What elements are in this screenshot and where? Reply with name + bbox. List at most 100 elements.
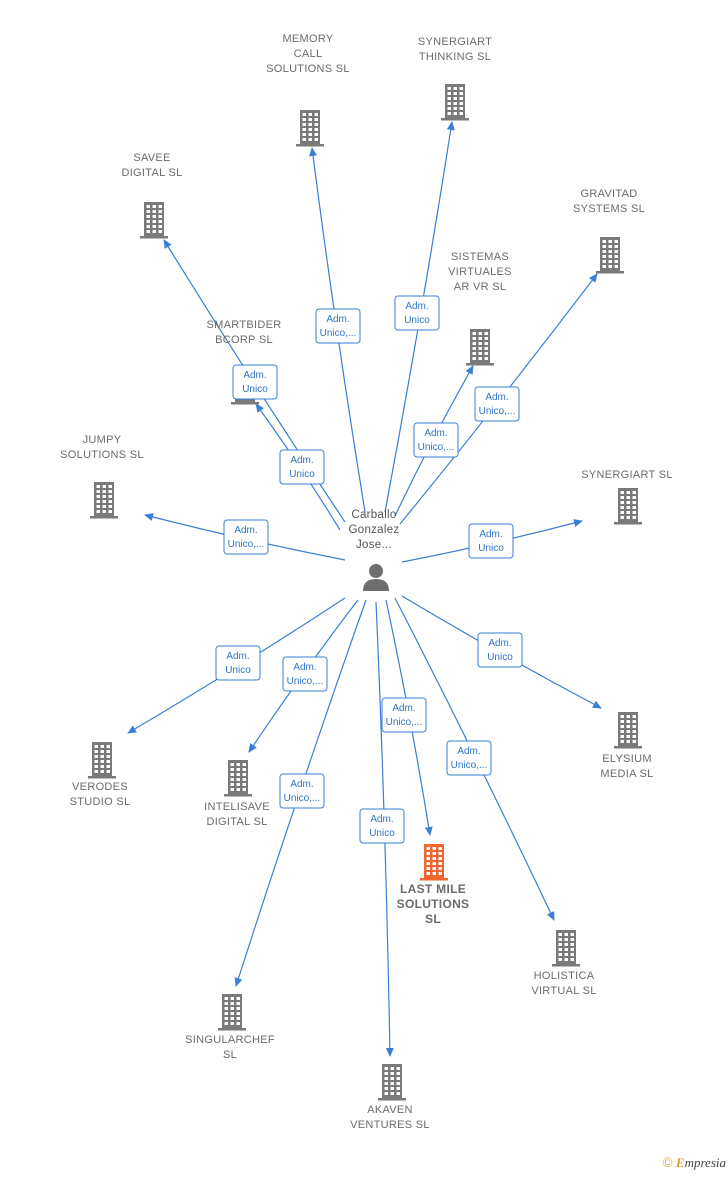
role-badge-box xyxy=(232,364,278,400)
building-icon xyxy=(596,237,624,274)
building-icon xyxy=(218,994,246,1031)
company-name: STUDIO SL xyxy=(70,796,131,808)
person-name: Jose... xyxy=(356,539,392,551)
company-name: GRAVITAD xyxy=(581,188,638,200)
role-badge-text: Adm. xyxy=(370,814,393,825)
brand-initial: E xyxy=(675,1155,685,1170)
role-badge-text: Adm. xyxy=(405,301,428,312)
company-name: SMARTBIDER xyxy=(207,319,282,331)
role-badge-text: Unico xyxy=(242,384,268,395)
company-node-savee[interactable]: SAVEE DIGITAL SL xyxy=(121,152,182,239)
company-node-intelisave[interactable]: INTELISAVE DIGITAL SL xyxy=(204,760,270,828)
role-badge-box xyxy=(474,386,520,422)
person-node[interactable]: CarballoGonzalezJose... xyxy=(349,509,400,591)
company-name: SISTEMAS xyxy=(451,251,509,263)
role-badge-holistica[interactable]: Adm. Unico,... xyxy=(446,740,492,776)
person-name: Carballo xyxy=(351,509,396,521)
role-badge-memory[interactable]: Adm. Unico,... xyxy=(315,308,361,344)
role-badge-gravitad[interactable]: Adm. Unico,... xyxy=(474,386,520,422)
company-name: SYNERGIART SL xyxy=(581,469,673,481)
role-badge-text: Adm. xyxy=(488,638,511,649)
role-badge-text: Unico xyxy=(225,665,251,676)
role-badge-text: Unico xyxy=(478,543,504,554)
role-badge-text: Adm. xyxy=(234,525,257,536)
role-badge-lastmile[interactable]: Adm.Unico,... xyxy=(381,697,427,733)
building-icon xyxy=(552,930,580,967)
company-name: THINKING SL xyxy=(419,51,491,63)
role-badge-box xyxy=(315,308,361,344)
brand-footer: ©Empresia xyxy=(662,1155,726,1172)
company-name: VIRTUAL SL xyxy=(531,985,596,997)
company-name: SL xyxy=(425,912,441,926)
company-node-verodes[interactable]: VERODES STUDIO SL xyxy=(70,742,131,808)
company-name: VERODES xyxy=(72,781,128,793)
role-badge-box xyxy=(279,449,325,485)
role-badge-box xyxy=(359,808,405,844)
person-icon xyxy=(363,564,389,591)
role-badge-text: Unico,... xyxy=(386,717,423,728)
role-badge-text: Adm. xyxy=(424,428,447,439)
company-node-synergiart[interactable]: SYNERGIART SL xyxy=(581,469,673,525)
role-badge-synergiart[interactable]: Adm. Unico xyxy=(468,523,514,559)
company-name: DIGITAL SL xyxy=(121,167,182,179)
role-badge-singularchef[interactable]: Adm.Unico,... xyxy=(279,773,325,809)
building-icon xyxy=(90,482,118,519)
company-name: DIGITAL SL xyxy=(206,816,267,828)
building-icon xyxy=(296,110,324,147)
company-name: LAST MILE xyxy=(400,882,466,896)
role-badge-text: Adm. xyxy=(485,392,508,403)
role-badge-text: Unico,... xyxy=(320,328,357,339)
company-name: INTELISAVE xyxy=(204,801,270,813)
role-badge-box xyxy=(381,697,427,733)
role-badge-text: Unico,... xyxy=(451,760,488,771)
company-name: VIRTUALES xyxy=(448,266,512,278)
company-name: SOLUTIONS SL xyxy=(60,449,144,461)
building-icon xyxy=(224,760,252,797)
role-badge-box xyxy=(394,295,440,331)
company-name: SL xyxy=(223,1049,237,1061)
role-badge-synergiart-thinking[interactable]: Adm.Unico xyxy=(394,295,440,331)
role-badge-text: Unico xyxy=(369,828,395,839)
role-badge-text: Adm. xyxy=(293,662,316,673)
role-badge-text: Adm. xyxy=(479,529,502,540)
company-name: SAVEE xyxy=(133,152,170,164)
company-name: CALL xyxy=(294,48,323,60)
role-badge-box xyxy=(468,523,514,559)
role-badge-akaven[interactable]: Adm. Unico xyxy=(359,808,405,844)
role-badge-text: Unico,... xyxy=(479,406,516,417)
company-name: MEDIA SL xyxy=(600,768,653,780)
role-badge-text: Adm. xyxy=(226,651,249,662)
role-badge-text: Adm. xyxy=(326,314,349,325)
role-badge-elysium[interactable]: Adm.Unico xyxy=(477,632,523,668)
role-badge-box xyxy=(223,519,269,555)
role-badge-text: Adm. xyxy=(243,370,266,381)
role-badge-jumpy[interactable]: Adm.Unico,... xyxy=(223,519,269,555)
role-badge-savee[interactable]: Adm. Unico xyxy=(232,364,278,400)
company-name: SOLUTIONS SL xyxy=(266,63,350,75)
role-badge-sistemas[interactable]: Adm. Unico,... xyxy=(413,422,459,458)
role-badge-verodes[interactable]: Adm. Unico xyxy=(215,645,261,681)
role-badge-box xyxy=(282,656,328,692)
building-icon-highlighted xyxy=(420,844,448,881)
role-badge-box xyxy=(413,422,459,458)
role-badge-intelisave[interactable]: Adm. Unico,... xyxy=(282,656,328,692)
brand-name: mpresia xyxy=(684,1155,726,1170)
role-badge-box xyxy=(477,632,523,668)
role-badge-text: Unico,... xyxy=(287,676,324,687)
role-badge-text: Adm. xyxy=(457,746,480,757)
company-name: SOLUTIONS xyxy=(397,897,470,911)
role-badge-text: Adm. xyxy=(290,779,313,790)
role-badge-text: Unico,... xyxy=(418,442,455,453)
role-badge-smartbider[interactable]: Adm.Unico xyxy=(279,449,325,485)
